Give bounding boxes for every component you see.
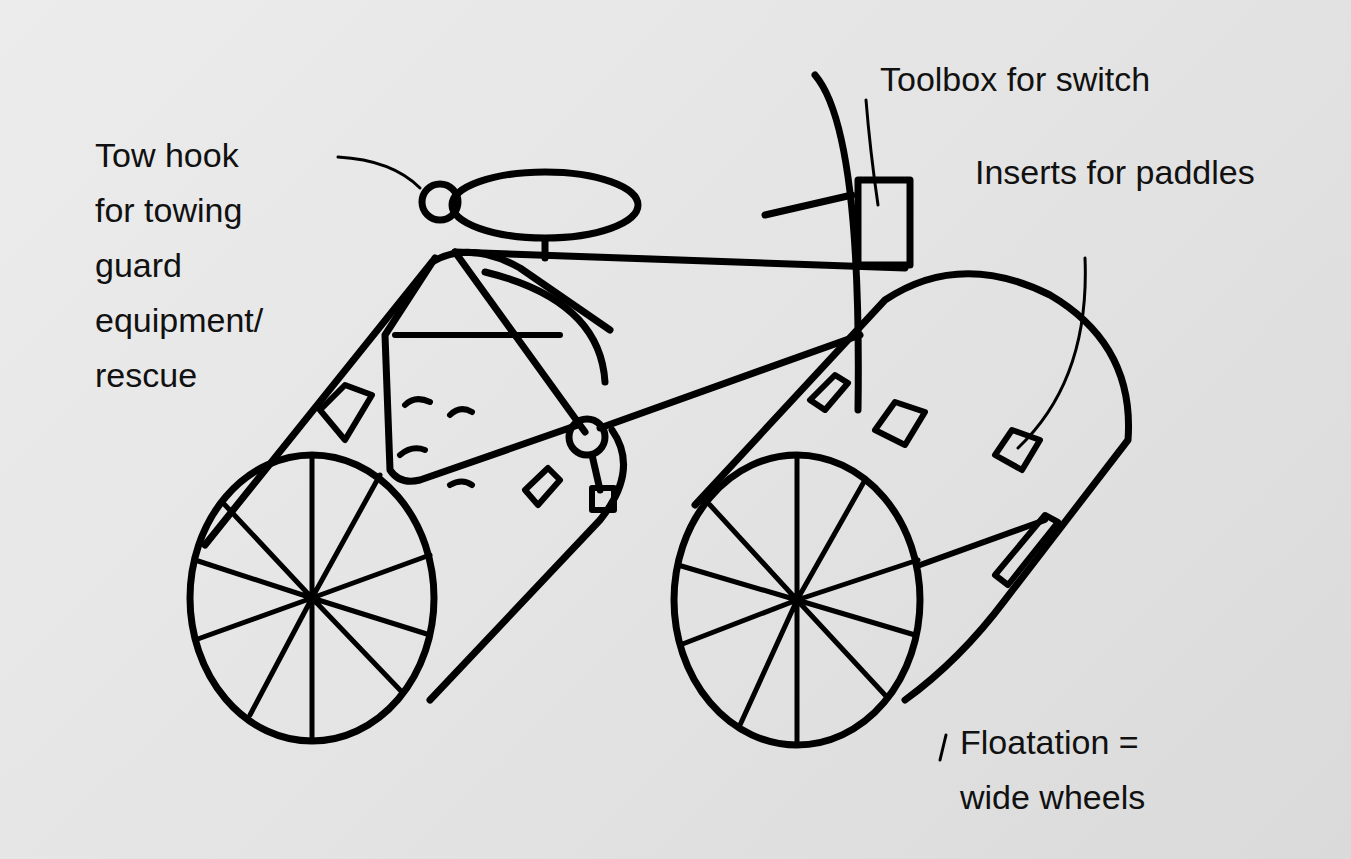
annotation-label: Floatation = wide wheels <box>960 715 1175 825</box>
annotation-label: Inserts for paddles <box>975 145 1255 200</box>
annotation-label: Tow hook for towing guard equipment/ res… <box>95 128 280 403</box>
annotation-label: Toolbox for switch <box>880 52 1150 107</box>
